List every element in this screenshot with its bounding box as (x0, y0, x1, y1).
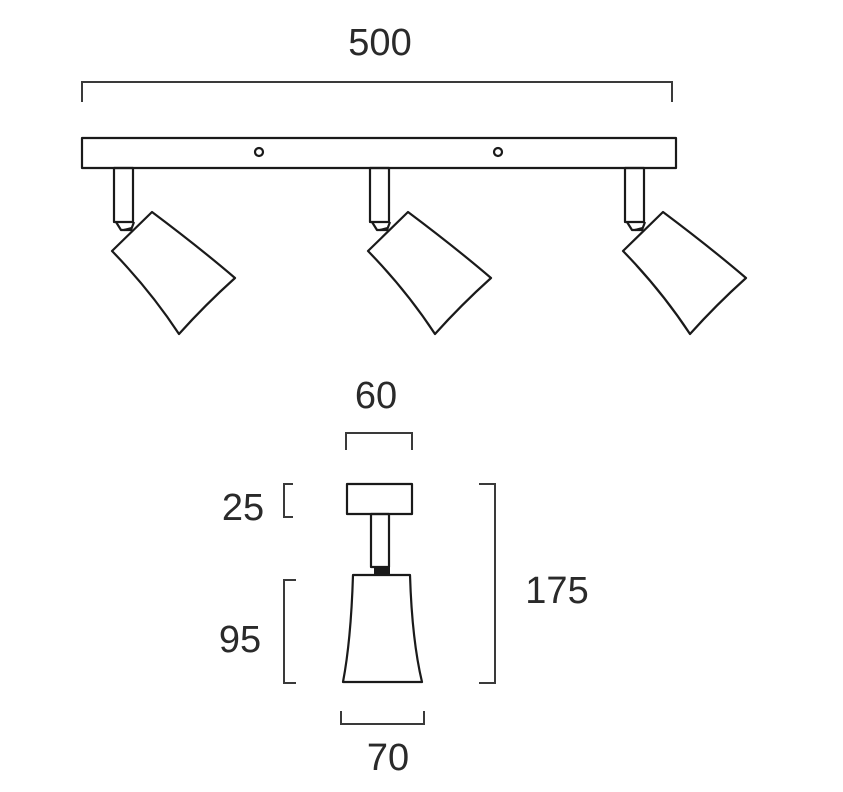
spotlight-head (110, 166, 237, 336)
base-width-label: 60 (355, 375, 397, 417)
spotlight-head (366, 166, 493, 336)
base-height-bracket (283, 483, 293, 518)
single-spotlight (341, 482, 424, 684)
spotlight-head (621, 166, 748, 336)
total-height-label: 175 (525, 570, 588, 612)
mounting-hole (253, 146, 265, 158)
ceiling-bar (80, 136, 678, 170)
shade-width-bracket (340, 711, 425, 725)
length-dimension-bracket (81, 81, 673, 102)
base-height-label: 25 (222, 487, 264, 529)
total-height-bracket (479, 483, 496, 684)
length-label: 500 (348, 22, 411, 64)
shade-width-label: 70 (367, 737, 409, 779)
shade-height-bracket (283, 579, 296, 684)
shade-height-label: 95 (219, 619, 261, 661)
base-width-bracket (345, 432, 413, 450)
mounting-hole (492, 146, 504, 158)
